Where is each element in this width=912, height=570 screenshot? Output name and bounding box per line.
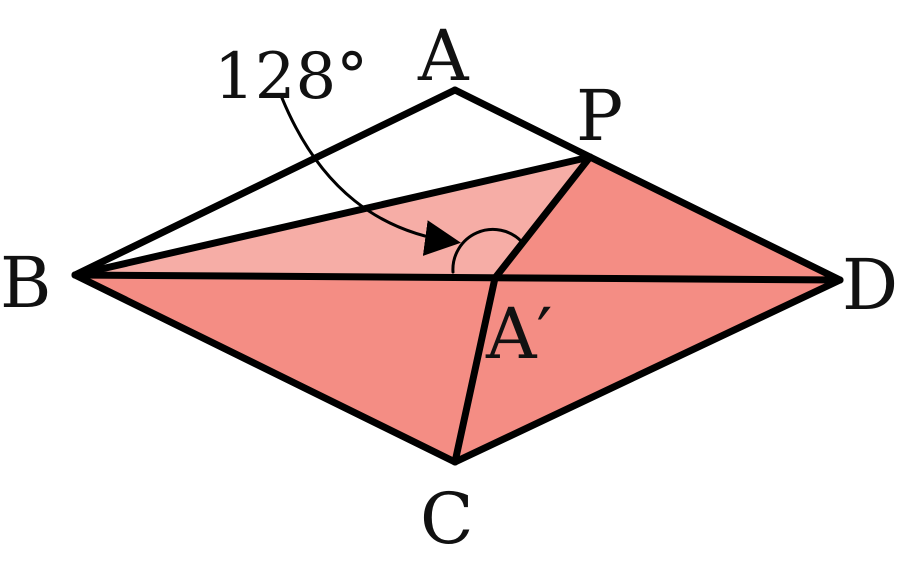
- edge-PA': [491, 153, 594, 282]
- label-D: D: [842, 244, 898, 326]
- edge-AP: [451, 86, 594, 161]
- edge-PD: [586, 153, 844, 284]
- diagonal-BD: [71, 271, 844, 284]
- edge-BP: [71, 153, 594, 279]
- angle-arc: [451, 227, 524, 274]
- label-P: P: [576, 75, 623, 157]
- edge-BC: [71, 271, 459, 466]
- label-C: C: [420, 478, 474, 560]
- label-A-prime: A′: [485, 293, 552, 375]
- label-A: A: [417, 15, 470, 97]
- label-angle: 128°: [214, 40, 368, 114]
- face-BCD: [75, 275, 840, 462]
- edge-CD: [451, 276, 844, 466]
- angle-arrow: [280, 96, 461, 256]
- face-PA'D: [495, 157, 840, 280]
- edge-AB: [71, 86, 459, 279]
- label-B: B: [0, 242, 51, 324]
- edge-A'C: [451, 274, 499, 466]
